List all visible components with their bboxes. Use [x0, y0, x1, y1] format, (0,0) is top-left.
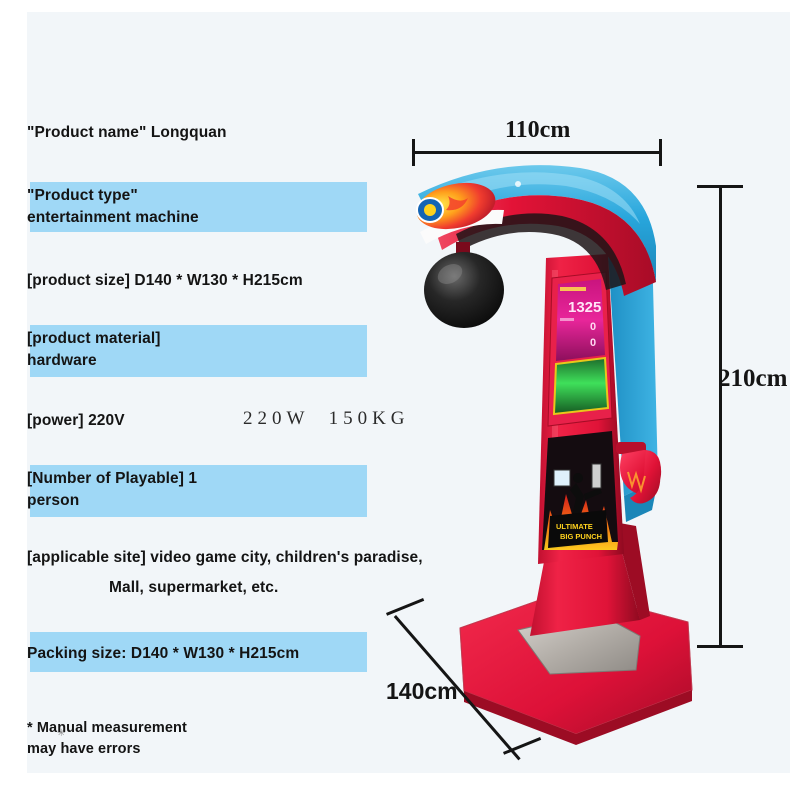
dimension-cap-width-left [412, 139, 415, 166]
spec-packing-size: Packing size: D140 * W130 * H215cm [27, 645, 300, 662]
score-zero-1: 0 [590, 321, 596, 333]
machine-arm [416, 165, 656, 296]
dimension-label-depth: 140cm [386, 678, 458, 704]
spec-product-type: "Product type" entertainment machine [27, 187, 199, 227]
asterisk-icon: ✳ [57, 728, 66, 739]
boxing-gloves [616, 442, 662, 504]
wattage-weight-note: 220W 150KG [243, 408, 410, 429]
machine-cabinet-decal: ULTIMATE BIG PUNCH [542, 431, 618, 550]
dimension-label-width: 110cm [505, 117, 571, 143]
spec-band-product-material [30, 325, 367, 377]
spec-product-name: "Product name" Longquan [27, 124, 227, 141]
dimension-cap-height-bottom [697, 645, 743, 648]
machine-display-panel: 1325 0 0 [547, 271, 613, 427]
spec-applicable-site-line2: Mall, supermarket, etc. [109, 579, 279, 596]
score-zero-2: 0 [590, 337, 596, 349]
dimension-line-height [719, 186, 722, 648]
spec-players: [Number of Playable] 1 person [27, 470, 198, 510]
dimension-cap-height-top [697, 185, 743, 188]
spec-product-material: [product material] hardware [27, 330, 161, 370]
dimension-line-width [412, 151, 662, 154]
boxing-machine-illustration: 1325 0 0 [400, 150, 730, 770]
spec-band-product-type [30, 182, 367, 232]
spec-applicable-site-line1: [applicable site] video game city, child… [27, 549, 423, 566]
score-display-value: 1325 [568, 299, 601, 316]
spec-power: [power] 220V [27, 412, 125, 429]
spec-manual-note: * Manual measurement may have errors [27, 720, 187, 758]
spec-product-size: [product size] D140 * W130 * H215cm [27, 272, 303, 289]
machine-base [459, 589, 693, 745]
spec-band-players [30, 465, 367, 517]
machine-svg: 1325 0 0 [416, 165, 693, 745]
dimension-cap-width-right [659, 139, 662, 166]
cabinet-decal-line1: ULTIMATE [556, 522, 593, 531]
spec-band-packing-size [30, 632, 367, 672]
punching-ball [424, 242, 504, 328]
cabinet-decal-line2: BIG PUNCH [560, 532, 602, 541]
dimension-label-height: 210cm [718, 365, 788, 392]
